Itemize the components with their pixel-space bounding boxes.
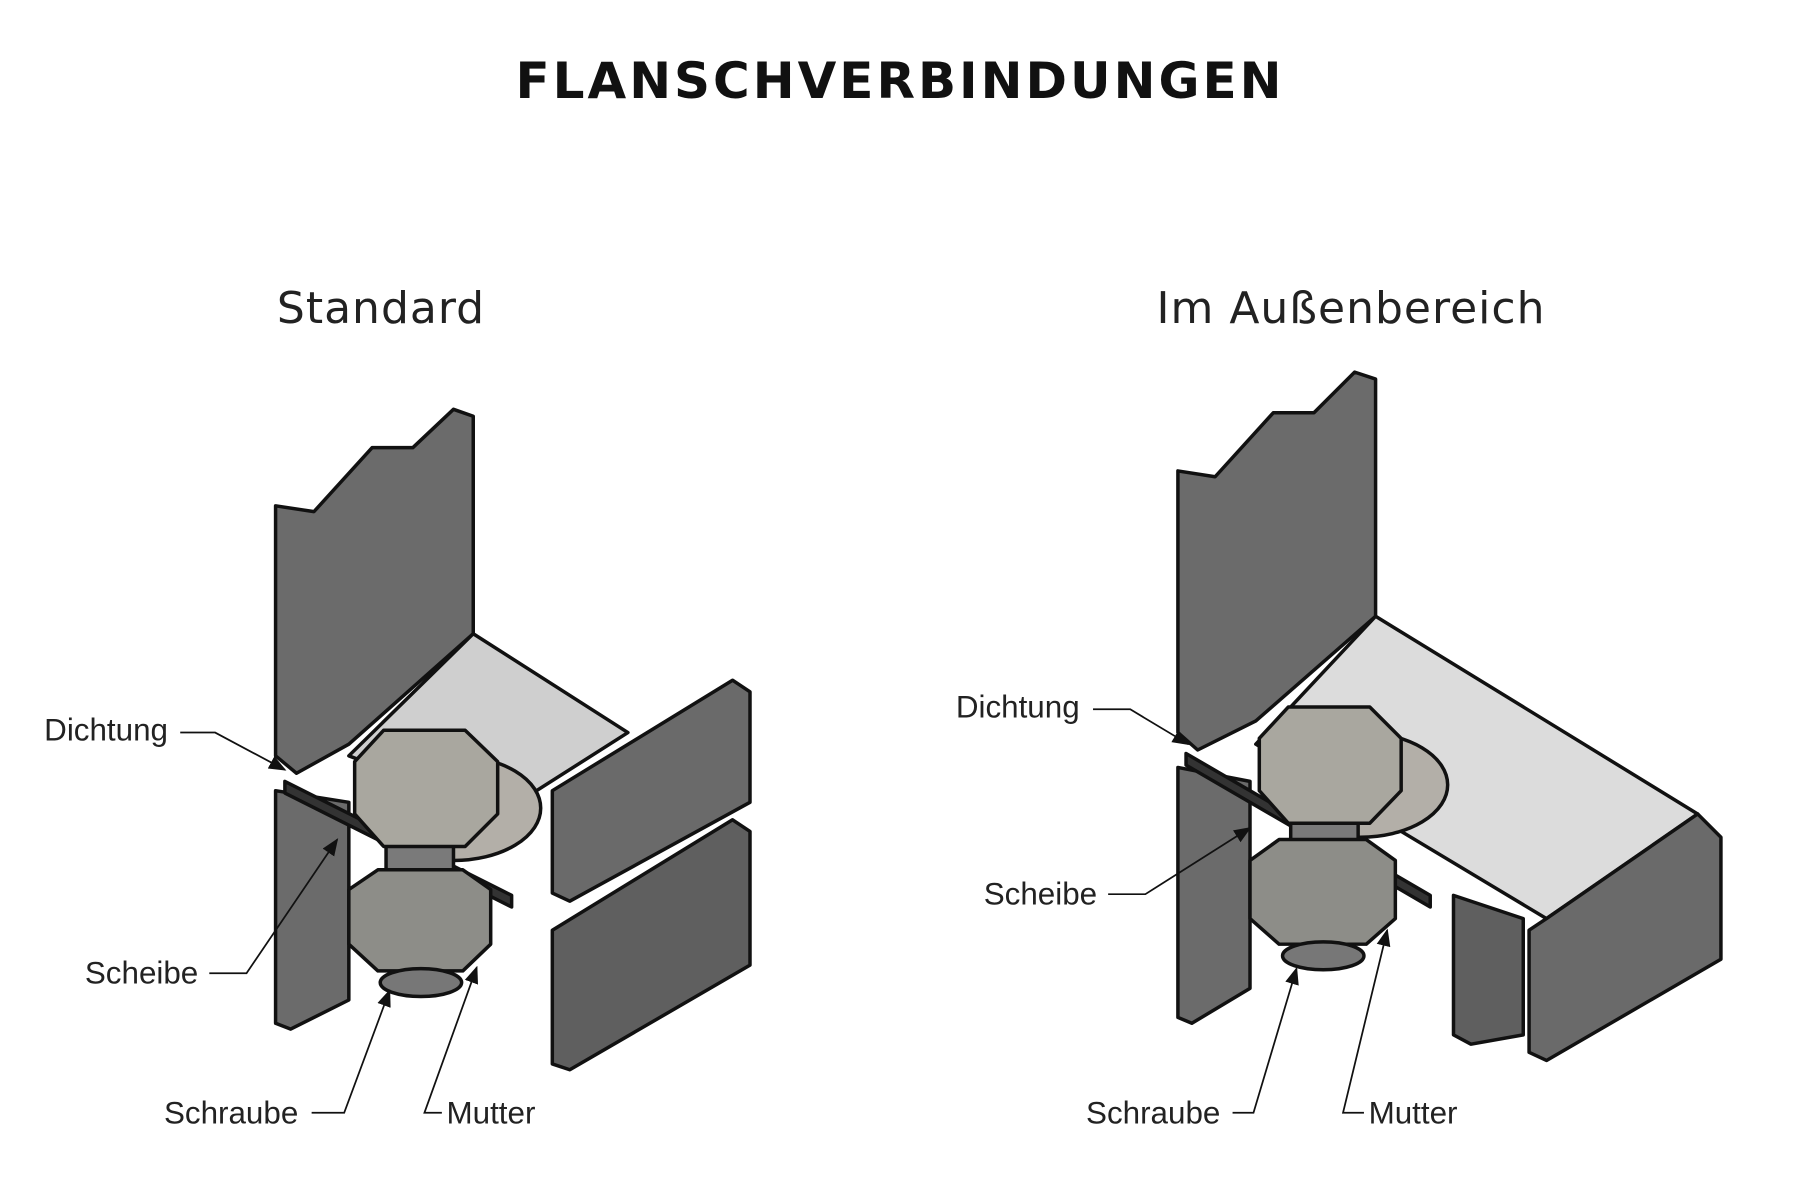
label-washer: Scheibe [85, 956, 198, 991]
nut [347, 868, 493, 973]
label-seal: Dichtung [44, 713, 168, 748]
standard-leaders [180, 731, 478, 1114]
bolt-head [1257, 705, 1403, 825]
outdoor-leaders [1093, 708, 1391, 1114]
label-nut: Mutter [447, 1095, 536, 1130]
lower-right-plate [1451, 893, 1526, 1046]
outdoor-flange-drawing [1176, 370, 1723, 1063]
outer-cap [1527, 812, 1723, 1063]
standard-flange-drawing [273, 407, 752, 1072]
lower-right-plate [550, 818, 752, 1072]
upper-plate [273, 407, 476, 775]
heading-standard: Standard [276, 283, 486, 334]
lower-left-plate [273, 788, 351, 1031]
upper-plate [1176, 370, 1378, 752]
bolt-tip [378, 966, 464, 999]
upper-right-flange [550, 678, 752, 903]
label-nut: Mutter [1369, 1095, 1458, 1130]
label-seal: Dichtung [956, 689, 1080, 724]
bolt-head [352, 728, 500, 849]
lower-left-plate [1176, 765, 1252, 1025]
label-bolt: Schraube [1086, 1095, 1220, 1130]
label-washer: Scheibe [984, 877, 1097, 912]
page-title: FLANSCHVERBINDUNGEN [515, 52, 1285, 110]
label-bolt: Schraube [164, 1095, 298, 1130]
nut [1248, 837, 1398, 946]
bolt-tip [1280, 940, 1366, 972]
heading-outdoor: Im Außenbereich [1156, 283, 1546, 334]
